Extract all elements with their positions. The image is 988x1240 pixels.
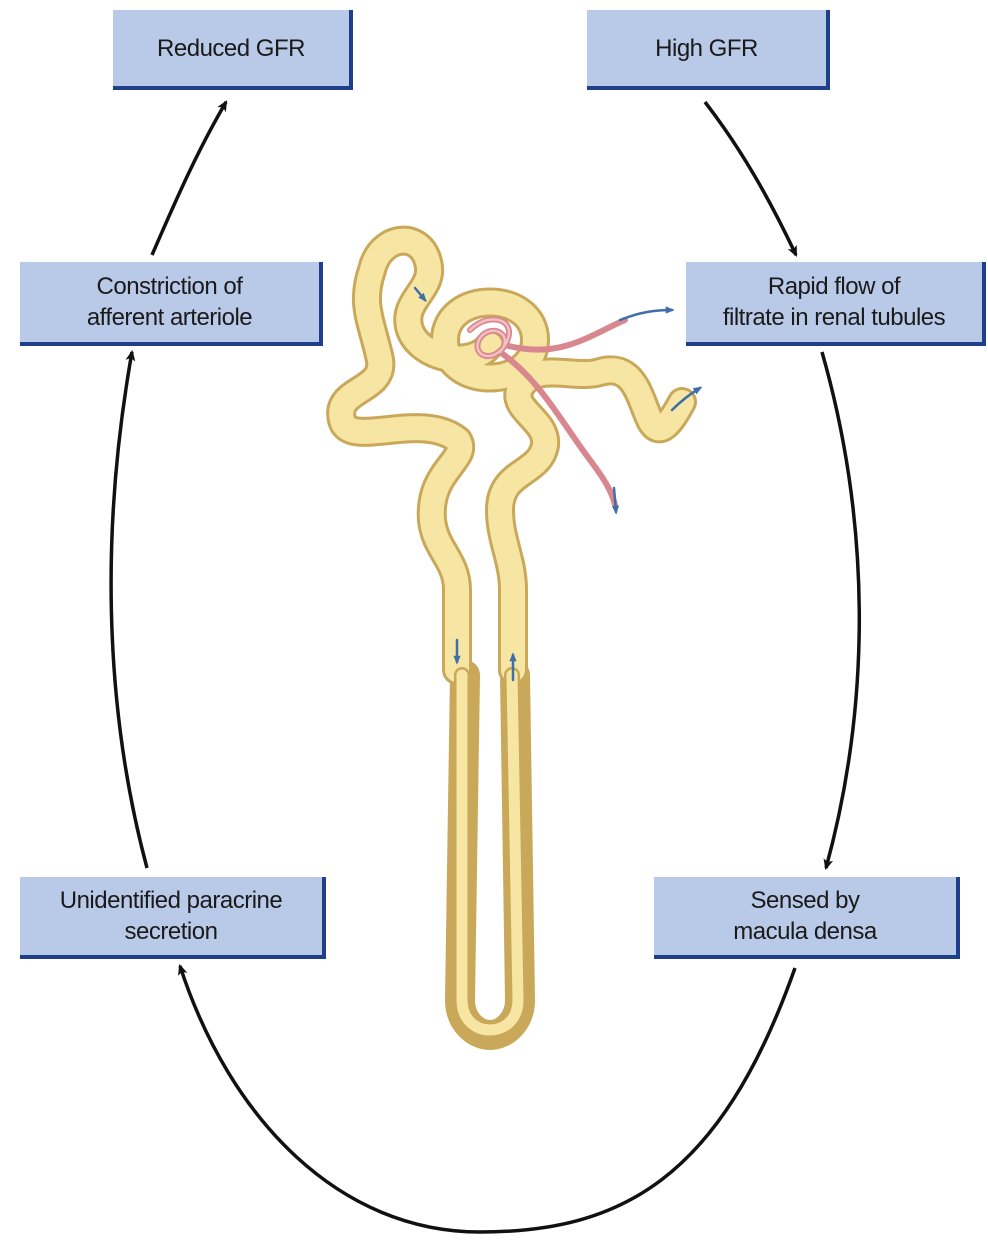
arrow-rapid-to-macula: [822, 352, 859, 868]
node-reduced-gfr: Reduced GFR: [113, 10, 353, 90]
node-sensed-by-macula-densa: Sensed by macula densa: [654, 877, 960, 959]
arrow-macula-to-paracrine: [180, 966, 795, 1232]
arrow-constriction-to-reduced: [152, 102, 226, 255]
node-high-gfr: High GFR: [587, 10, 830, 90]
node-rapid-flow: Rapid flow of filtrate in renal tubules: [686, 262, 986, 346]
arrow-high-to-rapid: [705, 102, 796, 255]
node-paracrine-secretion: Unidentified paracrine secretion: [20, 877, 326, 959]
nephron-icon: [341, 241, 700, 1035]
arrow-paracrine-to-constriction: [111, 352, 147, 868]
node-constriction-afferent-arteriole: Constriction of afferent arteriole: [20, 262, 323, 346]
